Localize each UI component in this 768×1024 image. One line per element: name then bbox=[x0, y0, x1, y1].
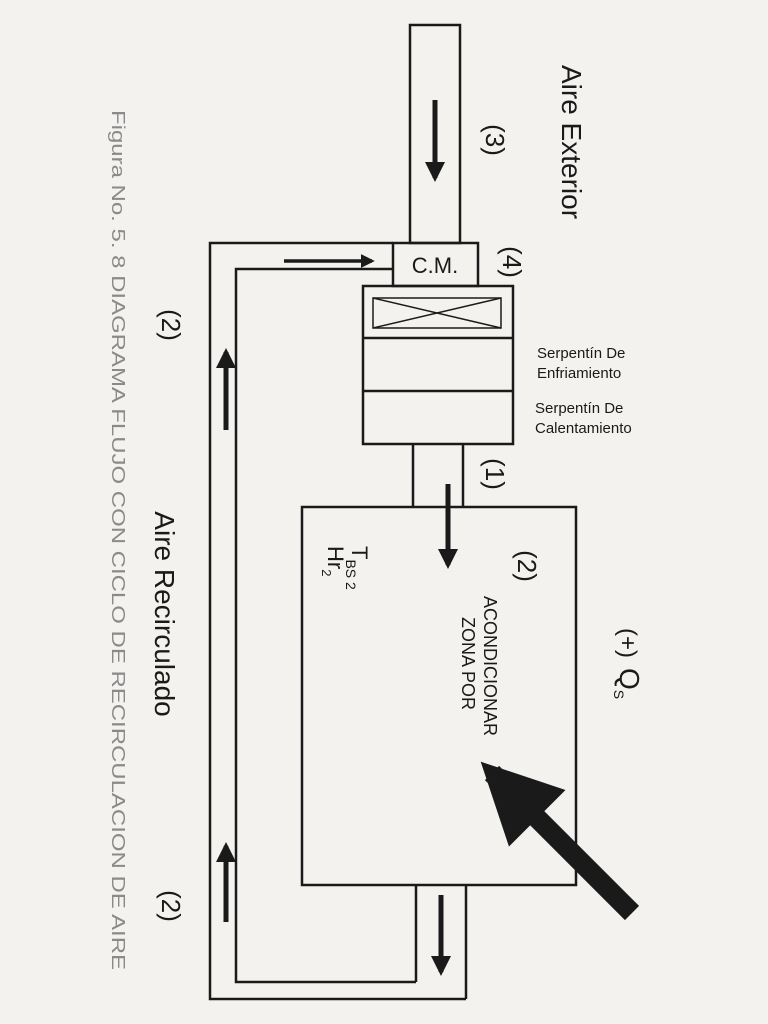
tbs-label: TBS 2 bbox=[343, 546, 372, 590]
heat-gain-subscript: S bbox=[611, 690, 627, 699]
hr-main: Hr bbox=[323, 546, 348, 569]
state-4-label: (4) bbox=[497, 246, 527, 278]
state-2-label-zone: (2) bbox=[512, 550, 542, 582]
conditioned-zone bbox=[300, 505, 578, 887]
cooling-coil-text: Serpentín De bbox=[537, 345, 625, 362]
mixing-chamber-label: C.M. bbox=[412, 253, 458, 278]
zone-label: ZONA POR ACONDICIONAR bbox=[458, 596, 500, 736]
recirculation-duct bbox=[208, 241, 466, 1001]
coil-housing bbox=[361, 284, 515, 446]
hr-label: Hr2 bbox=[319, 546, 348, 576]
fan-symbol bbox=[372, 297, 502, 329]
recirculated-air-label: Aire Recirculado bbox=[149, 511, 180, 716]
tbs-sub: BS 2 bbox=[343, 559, 359, 590]
zone-label-text-line2: ACONDICIONAR bbox=[480, 596, 500, 736]
zone-label-text: ZONA POR bbox=[458, 617, 478, 710]
return-duct bbox=[414, 885, 468, 999]
state-2-label-left: (2) bbox=[156, 309, 186, 341]
outside-air-label: Aire Exterior bbox=[556, 65, 587, 219]
cooling-coil-label: Serpentín De Enfriamiento bbox=[537, 345, 630, 382]
state-1-label: (1) bbox=[480, 458, 510, 490]
heat-gain-symbol: Q bbox=[614, 668, 645, 690]
state-2-label-bottom: (2) bbox=[156, 890, 186, 922]
heating-coil-text-line2: Calentamiento bbox=[535, 420, 632, 437]
cooling-coil-text-line2: Enfriamiento bbox=[537, 365, 621, 382]
heating-coil-text: Serpentín De bbox=[535, 400, 623, 417]
heating-coil-label: Serpentín De Calentamiento bbox=[535, 400, 632, 437]
tbs-main: T bbox=[347, 546, 372, 559]
heat-gain-label: (+) QS bbox=[611, 628, 645, 699]
hr-sub: 2 bbox=[319, 569, 334, 576]
heat-gain-arrow bbox=[480, 761, 640, 921]
supply-duct bbox=[411, 444, 465, 507]
state-3-label: (3) bbox=[480, 124, 510, 156]
figure-caption: Figura No. 5. 8 DIAGRAMA FLUJO CON CICLO… bbox=[108, 110, 128, 970]
heat-gain-sign: (+) bbox=[614, 628, 641, 658]
